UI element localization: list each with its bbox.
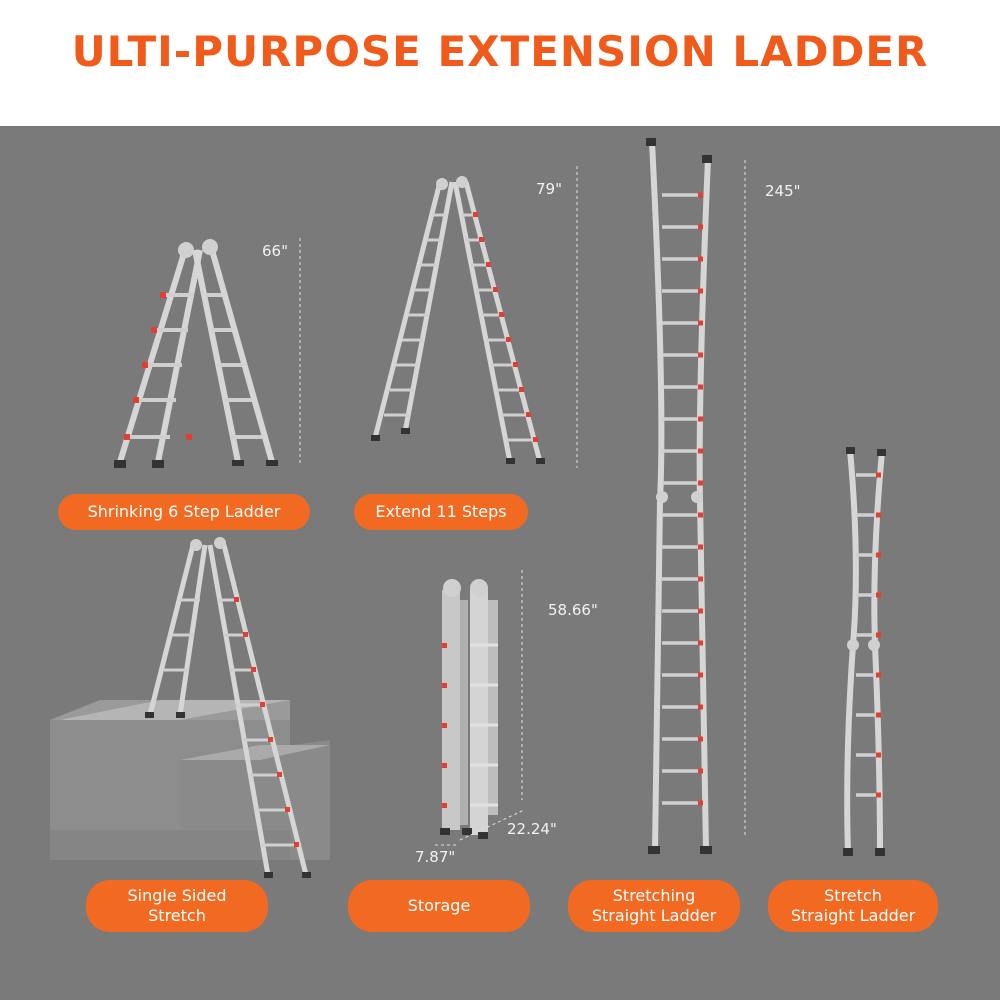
- label-storage: Storage: [348, 880, 530, 932]
- ladder-stretch-straight: [843, 447, 886, 856]
- label-extend-11-steps: Extend 11 Steps: [354, 494, 528, 530]
- rung-cap: [876, 672, 881, 678]
- ladder-stretching-straight: [646, 138, 712, 854]
- rung-cap: [698, 352, 703, 358]
- rung-cap: [698, 608, 703, 614]
- rung-cap: [698, 192, 703, 198]
- rung-cap: [698, 256, 703, 262]
- rung-cap: [876, 712, 881, 718]
- stair-block: [50, 700, 330, 860]
- rung-cap: [876, 792, 881, 798]
- ladder-extend-11-steps: [371, 176, 545, 464]
- label-shrinking-6-step: Shrinking 6 Step Ladder: [58, 494, 310, 530]
- ladder-storage-folded: [440, 579, 498, 839]
- rung-cap: [876, 552, 881, 558]
- label-stretching-straight-ladder: Stretching Straight Ladder: [568, 880, 740, 932]
- dimension-label: 245": [765, 182, 801, 200]
- dimension-label: 66": [262, 242, 288, 260]
- page-title: ULTI-PURPOSE EXTENSION LADDER: [71, 27, 929, 76]
- ladder-single-sided-stretch: [145, 537, 311, 878]
- rung-cap: [698, 384, 703, 390]
- rung-cap: [698, 448, 703, 454]
- dimension-label: 22.24": [507, 820, 557, 838]
- rung-cap: [698, 736, 703, 742]
- rung-cap: [698, 320, 703, 326]
- rung-cap: [698, 768, 703, 774]
- rung-cap: [698, 672, 703, 678]
- rung-cap: [876, 592, 881, 598]
- rung-cap: [876, 752, 881, 758]
- rung-cap: [698, 416, 703, 422]
- rung-cap: [876, 512, 881, 518]
- dimension-label: 58.66": [548, 601, 598, 619]
- rung-cap: [698, 640, 703, 646]
- rung-cap: [698, 480, 703, 486]
- label-single-sided-stretch: Single Sided Stretch: [86, 880, 268, 932]
- rung-cap: [698, 512, 703, 518]
- dimension-label: 7.87": [415, 848, 456, 866]
- rung-cap: [698, 800, 703, 806]
- rung-cap: [698, 288, 703, 294]
- rung-cap: [876, 632, 881, 638]
- rung-cap: [876, 472, 881, 478]
- label-stretch-straight-ladder: Stretch Straight Ladder: [768, 880, 938, 932]
- dimension-label: 79": [536, 180, 562, 198]
- rung-cap: [698, 544, 703, 550]
- ladder-shrinking-6-step: [114, 239, 278, 468]
- rung-cap: [698, 704, 703, 710]
- rung-cap: [698, 576, 703, 582]
- rung-cap: [698, 224, 703, 230]
